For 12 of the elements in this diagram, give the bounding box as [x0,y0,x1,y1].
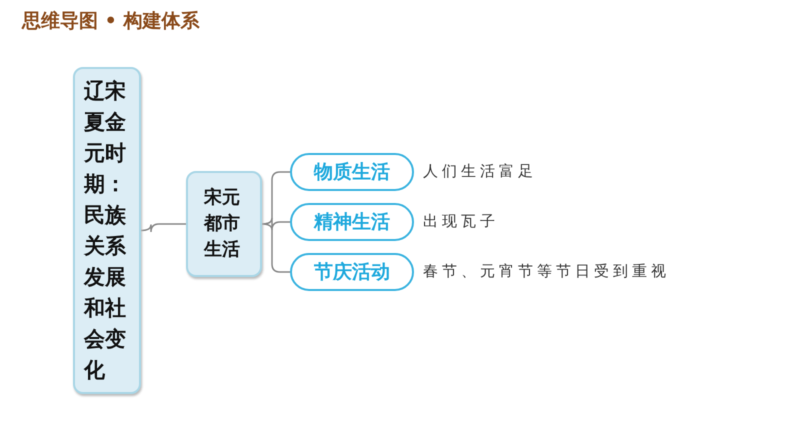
branch-box: 物质生活 [290,153,414,191]
connector-line [262,217,290,231]
topic-box: 辽宋夏金元时期：民族关系发展和社会变化 [73,67,141,394]
connector-line [140,223,186,233]
note-text: 人们生活富足 [423,162,537,181]
branch-box: 精神生活 [290,203,414,241]
title: 思维导图 • 构建体系 [22,9,200,34]
connector-line [262,223,290,273]
branch-box: 节庆活动 [290,253,414,291]
note-text: 春节、元宵节等节日受到重视 [423,262,670,281]
subtopic-box: 宋元都市生活 [186,171,262,277]
note-text: 出现瓦子 [423,212,499,231]
